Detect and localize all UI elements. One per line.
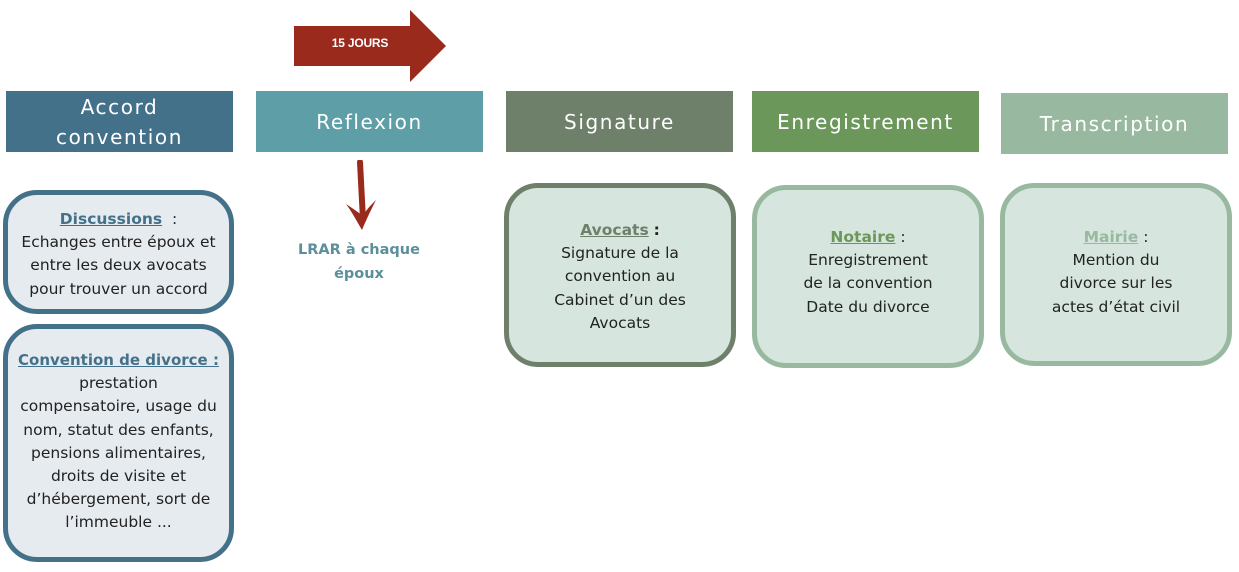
- mairie-line-3: actes d’état civil: [1051, 297, 1181, 316]
- down-arrow-head: [346, 200, 376, 230]
- lrar-line-1: LRAR à chaque: [298, 242, 420, 258]
- notaire-card: Notaire : Enregistrement de la conventio…: [752, 185, 984, 368]
- notaire-line-1: Enregistrement: [808, 251, 928, 270]
- notaire-colon: :: [900, 228, 906, 246]
- convention-line-3: nom, statut des enfants,: [23, 420, 214, 439]
- notaire-line-3: Date du divorce: [806, 297, 930, 316]
- mairie-line-1: Mention du: [1072, 251, 1160, 270]
- header-reflexion: Reflexion: [256, 91, 483, 152]
- avocats-line-3: Cabinet d’un des: [554, 290, 686, 309]
- avocats-colon: :: [653, 221, 660, 239]
- header-enregistrement: Enregistrement: [752, 91, 979, 152]
- header-accord-line-1: Accord: [80, 94, 159, 119]
- discussions-title: Discussions: [59, 210, 163, 228]
- mairie-line-2: divorce sur les: [1059, 274, 1173, 293]
- avocats-card: Avocats : Signature de la convention au …: [504, 183, 736, 367]
- avocats-line-2: convention au: [564, 267, 676, 286]
- notaire-line-2: de la convention: [803, 274, 933, 293]
- discussions-colon: :: [171, 210, 178, 228]
- timeline-arrow-label: 15 JOURS: [331, 36, 389, 50]
- header-signature: Signature: [506, 91, 733, 152]
- header-accord-convention: Accord convention: [6, 91, 233, 152]
- avocats-line-4: Avocats: [589, 313, 651, 332]
- discussions-line-3: pour trouver un accord: [29, 279, 208, 298]
- discussions-line-1: Echanges entre époux et: [21, 233, 216, 252]
- mairie-title: Mairie: [1083, 228, 1139, 246]
- lrar-text: LRAR à chaque époux: [284, 238, 434, 286]
- avocats-line-1: Signature de la: [561, 244, 679, 263]
- convention-divorce-card: Convention de divorce : prestation compe…: [3, 324, 234, 562]
- convention-line-4: pensions alimentaires,: [31, 443, 206, 462]
- convention-line-1: prestation: [79, 374, 158, 393]
- timeline-arrow-shape: [294, 10, 446, 82]
- mairie-card: Mairie : Mention du divorce sur les acte…: [1000, 183, 1232, 366]
- convention-line-6: d’hébergement, sort de: [26, 490, 211, 509]
- timeline-arrow: [294, 10, 446, 82]
- convention-divorce-title: Convention de divorce :: [18, 351, 219, 369]
- lrar-line-2: époux: [334, 266, 384, 282]
- mairie-colon: :: [1143, 228, 1149, 246]
- notaire-title: Notaire: [830, 228, 896, 246]
- down-arrow-shaft: [357, 160, 366, 223]
- convention-line-5: droits de visite et: [50, 467, 187, 486]
- discussions-card: Discussions : Echanges entre époux et en…: [3, 190, 234, 314]
- header-accord-line-2: convention: [55, 124, 184, 149]
- header-transcription: Transcription: [1001, 93, 1228, 154]
- discussions-line-2: entre les deux avocats: [30, 256, 207, 275]
- avocats-title: Avocats: [580, 221, 649, 239]
- convention-line-2: compensatoire, usage du: [20, 397, 217, 416]
- convention-line-7: l’immeuble ...: [65, 513, 172, 532]
- down-arrow-icon: [346, 160, 376, 230]
